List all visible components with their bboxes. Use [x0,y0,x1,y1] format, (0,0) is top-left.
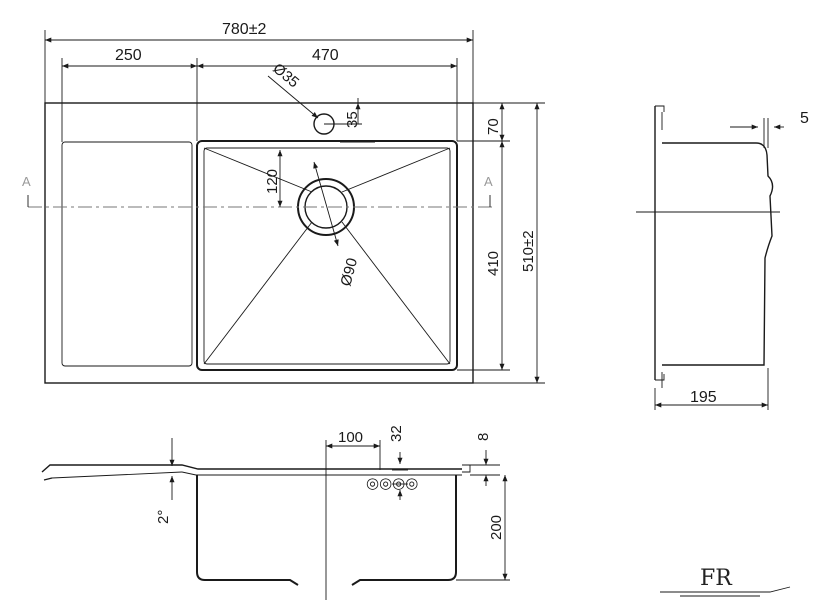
section-mark-right: A [484,174,493,189]
logo-letters: FR [700,566,733,591]
front-section-view: ◎◎◎◎ 100 32 8 200 2° [41,425,510,600]
dim-drain-diameter: Ø90 [337,256,361,288]
bowl-inner-outline [203,147,451,365]
dim-overflow-offset: 100 [338,429,363,446]
dim-rim-thickness: 8 [475,433,492,441]
dim-drainboard-width: 250 [115,47,142,64]
dim-side-depth: 195 [690,389,717,406]
dim-side-flange: 5 [800,110,809,127]
dim-overall-width: 780±2 [222,21,266,38]
side-view: 5 195 [636,105,809,410]
overflow-slots: ◎◎◎◎ [366,475,418,492]
dim-tap-hole-diameter: Ø35 [269,60,302,91]
dim-drainboard-slope: 2° [155,510,172,524]
dim-bowl-length: 410 [485,251,502,276]
dim-back-margin: 70 [485,118,502,135]
top-view: A A 780±2 250 470 Ø35 35 70 410 51 [22,21,545,384]
brand-logo: FR [660,566,791,597]
dim-bowl-width: 470 [312,47,339,64]
sink-outline [44,102,474,384]
dim-overall-length: 510±2 [520,230,537,272]
section-mark-left: A [22,174,31,189]
dim-drain-offset: 120 [264,169,281,194]
drainboard-outline [61,141,193,367]
dim-overflow-height: 32 [388,425,405,442]
dim-bowl-depth: 200 [488,515,505,540]
bowl-outline [196,140,458,371]
dim-tap-hole-offset: 35 [344,111,361,128]
